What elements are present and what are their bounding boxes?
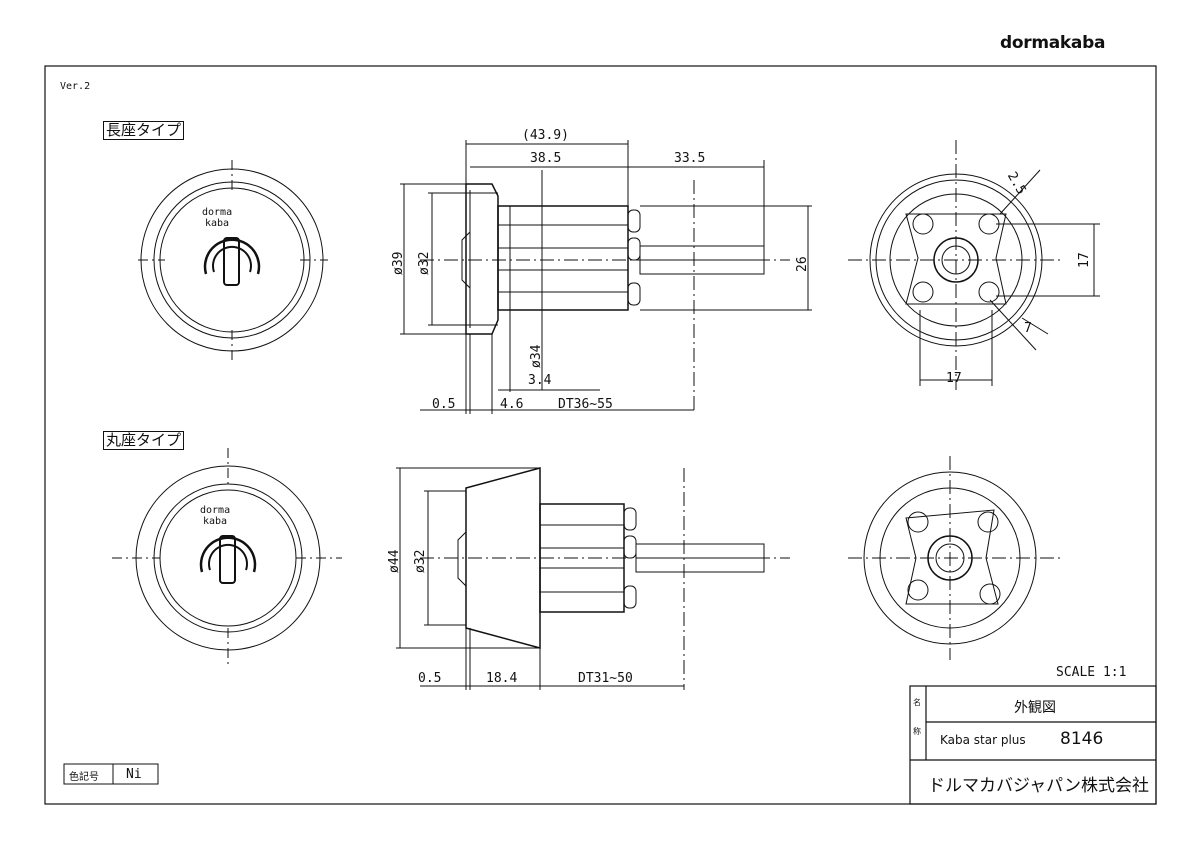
dim-door-thickness-bottom: DT31~50 — [578, 671, 633, 686]
dim-17-horizontal: 17 — [946, 371, 962, 386]
color-code-value: Ni — [126, 767, 142, 782]
front-view-long-type — [138, 160, 328, 362]
scale-label: SCALE 1:1 — [1056, 665, 1127, 680]
dim-d34: ø34 — [529, 344, 544, 368]
part-number: 8146 — [1060, 729, 1104, 749]
dim-3-4: 3.4 — [528, 373, 552, 388]
dim-d44: ø44 — [387, 549, 402, 573]
drawing-name: 外観図 — [1014, 700, 1056, 716]
product-name: Kaba star plus — [940, 733, 1026, 747]
dim-18-4: 18.4 — [486, 671, 518, 686]
front-view-round-type — [112, 448, 342, 668]
title-block-name-label: 名 — [913, 698, 921, 707]
rear-view-long-type — [848, 140, 1100, 390]
dim-7: 7 — [1024, 321, 1032, 336]
dim-overall: (43.9) — [522, 128, 569, 143]
drawing-frame — [44, 65, 1157, 805]
dim-d32: ø32 — [417, 251, 432, 275]
dim-d39: ø39 — [391, 251, 406, 275]
face-logo-bottom-1: dorma — [200, 505, 231, 516]
dim-flange-bottom: 0.5 — [418, 671, 442, 686]
section-label-long: 長座タイプ — [103, 121, 185, 140]
face-logo-top-2: kaba — [205, 218, 230, 229]
side-view-round-type — [396, 467, 790, 690]
dim-h26: 26 — [795, 256, 810, 272]
face-logo-top-1: dorma — [202, 207, 233, 218]
brand-logo: dormakaba — [1000, 33, 1106, 53]
dim-4-6: 4.6 — [500, 397, 524, 412]
dim-spindle-length: 33.5 — [674, 151, 706, 166]
rear-view-round-type — [848, 456, 1060, 660]
version-label: Ver.2 — [60, 81, 91, 92]
color-code-label: 色記号 — [69, 772, 99, 783]
company-name: ドルマカバジャパン株式会社 — [928, 776, 1149, 796]
face-logo-bottom-2: kaba — [203, 516, 228, 527]
dim-17-vertical: 17 — [1077, 252, 1092, 268]
title-block-lines — [909, 685, 1157, 805]
section-label-round: 丸座タイプ — [103, 431, 185, 450]
dim-flange-top: 0.5 — [432, 397, 456, 412]
dim-body-length: 38.5 — [530, 151, 562, 166]
title-block-title-label: 称 — [913, 727, 921, 736]
side-view-long-type — [400, 140, 812, 414]
dim-d32-bottom: ø32 — [413, 549, 428, 573]
dim-door-thickness-top: DT36~55 — [558, 397, 613, 412]
